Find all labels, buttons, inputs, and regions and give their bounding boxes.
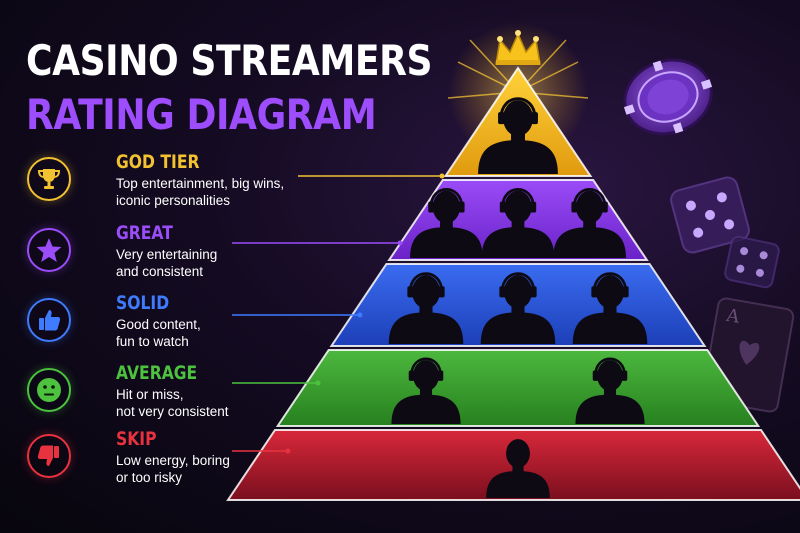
thumbs-up-icon	[36, 307, 62, 333]
tier-name: AVERAGE	[116, 362, 198, 384]
tier-description-line: or too risky	[116, 470, 183, 485]
connector-dot	[357, 312, 363, 318]
streamer-silhouette	[410, 188, 483, 258]
connector-dot	[285, 448, 291, 454]
thumbs-down-icon	[36, 443, 62, 469]
tier-description-line: Hit or miss,	[116, 387, 184, 402]
svg-text:A: A	[724, 305, 742, 328]
connector-dot	[315, 380, 321, 386]
tier-description: Top entertainment, big wins, iconic perso…	[116, 175, 296, 209]
connector-dot	[397, 240, 403, 246]
star-tier-icon	[27, 228, 71, 272]
tier-description-line: Top entertainment, big wins,	[116, 176, 285, 191]
tier-description-line: iconic personalities	[116, 193, 231, 208]
tier-description-line: Low energy, boring	[116, 453, 230, 468]
tier-name: SOLID	[116, 292, 170, 314]
tier-description-line: not very consistent	[116, 404, 229, 419]
tier-name: SKIP	[116, 428, 157, 450]
streamer-silhouette	[572, 272, 648, 344]
title-line-2: RATING DIAGRAM	[26, 90, 377, 139]
thumbs-up-tier-icon	[27, 298, 71, 342]
tier-description-line: and consistent	[116, 264, 204, 279]
streamer-silhouette	[575, 357, 645, 424]
streamer-silhouette	[391, 357, 461, 424]
dice-icon	[670, 176, 780, 289]
tier-description-line: Very entertaining	[116, 247, 218, 262]
neutral-face-tier-icon	[27, 368, 71, 412]
title-line-1: CASINO STREAMERS	[26, 36, 433, 85]
tier-description: Good content, fun to watch	[116, 316, 296, 350]
streamer-silhouette	[480, 272, 556, 344]
tier-description-line: fun to watch	[116, 334, 189, 349]
tier-description: Very entertaining and consistent	[116, 246, 296, 280]
trophy-icon	[36, 166, 62, 192]
streamer-silhouette	[478, 97, 558, 174]
trophy-tier-icon	[27, 157, 71, 201]
tier-name: GOD TIER	[116, 151, 200, 173]
thumbs-down-tier-icon	[27, 434, 71, 478]
poker-chip-icon	[623, 58, 713, 136]
tier-name: GREAT	[116, 222, 173, 244]
tier-description: Low energy, boring or too risky	[116, 452, 296, 486]
streamer-silhouette	[388, 272, 464, 344]
connector-dot	[439, 173, 445, 179]
streamer-silhouette	[553, 188, 626, 258]
star-icon	[35, 236, 63, 264]
crown-icon	[495, 30, 541, 65]
streamer-silhouette	[481, 188, 555, 258]
streamer-silhouette	[486, 439, 550, 498]
tier-description: Hit or miss, not very consistent	[116, 386, 296, 420]
neutral-face-icon	[35, 376, 63, 404]
pyramid-tier-average	[275, 349, 761, 427]
tier-description-line: Good content,	[116, 317, 201, 332]
